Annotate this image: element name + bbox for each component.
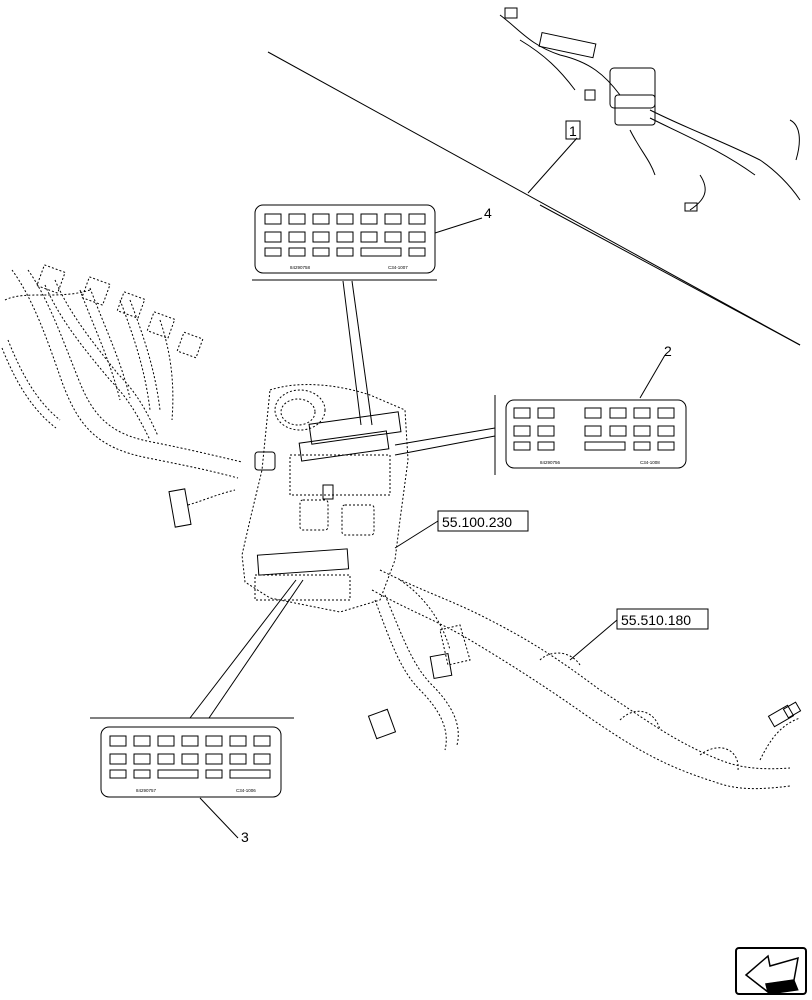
ref-box-55-510-180 [616, 608, 709, 630]
connector-top-left-code: 84290758 [290, 265, 311, 270]
connector-bottom-left-code: 84290757 [136, 788, 157, 793]
callout-4: 4 [484, 205, 492, 221]
callout-1: 1 [569, 123, 577, 139]
connector-right-right-code: C34-1008 [640, 460, 660, 465]
connector-bottom-right-code: C34-1006 [236, 788, 256, 793]
ref-label-55-510-180: 55.510.180 [621, 612, 691, 628]
ref-label-55-100-230: 55.100.230 [442, 514, 512, 530]
harness-right-trunk [367, 569, 802, 790]
connector-right-left-code: 84290756 [540, 460, 561, 465]
callout-2: 2 [664, 343, 672, 359]
harness-overview-inset [267, 7, 801, 346]
callout-box-1 [565, 120, 581, 140]
central-module [241, 384, 409, 613]
connector-top-right-code: C34-1007 [388, 265, 408, 270]
connector-face-top: 84290758 C34-1007 [254, 204, 436, 274]
connector-face-right: 84290756 C34-1008 [505, 399, 687, 469]
connector-face-bottom: 84290757 C34-1006 [100, 726, 282, 798]
callout-3: 3 [241, 829, 249, 845]
harness-left-branches [1, 264, 243, 528]
navigation-arrow-icon[interactable] [735, 947, 807, 995]
